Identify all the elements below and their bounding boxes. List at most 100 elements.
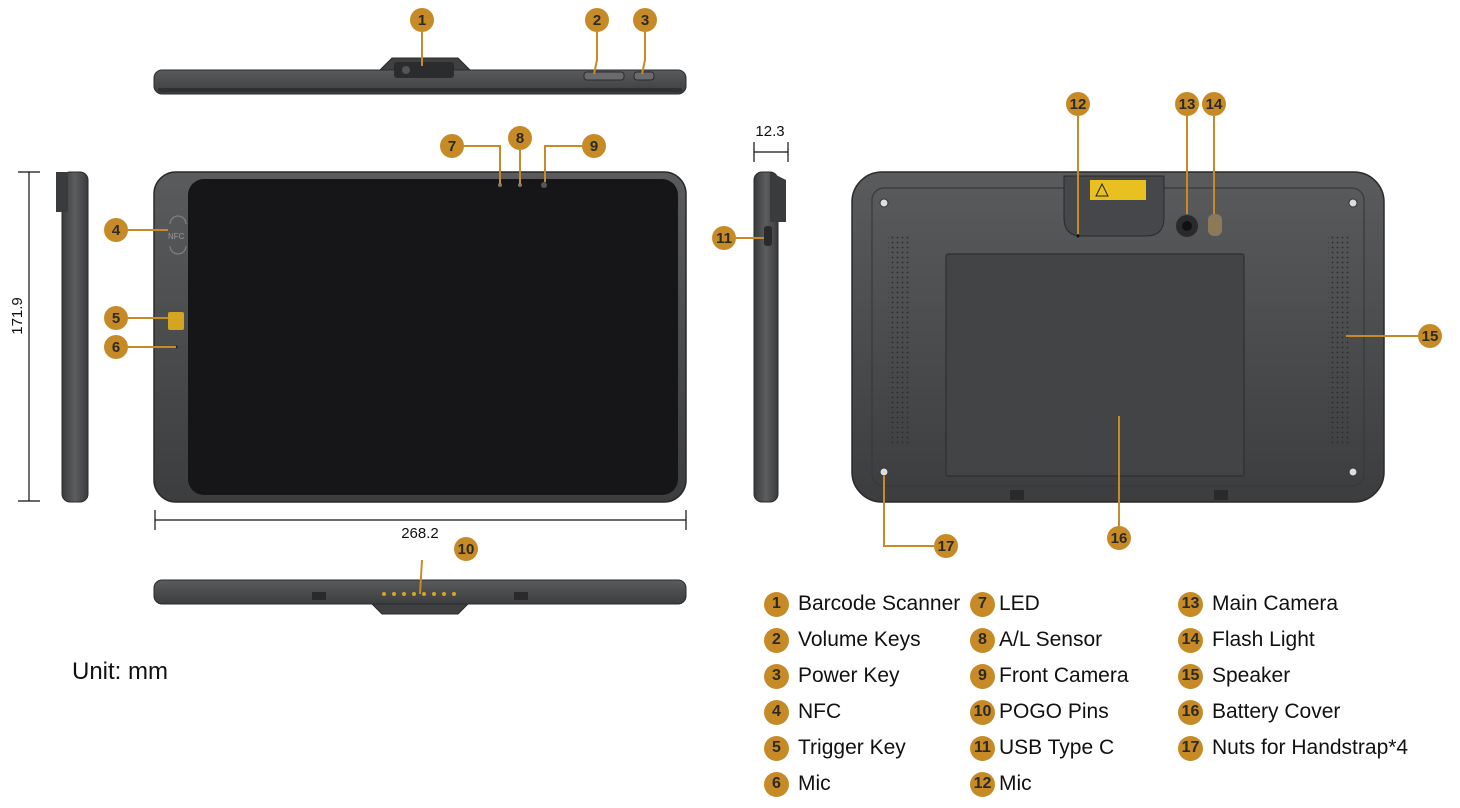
flash-light	[1208, 214, 1222, 236]
svg-text:1: 1	[418, 12, 426, 29]
svg-text:11: 11	[716, 230, 732, 247]
legend-item: 3 Power Key	[764, 662, 900, 690]
callout-15: 15	[1418, 324, 1442, 348]
legend-label: NFC	[798, 700, 842, 723]
svg-text:15: 15	[1422, 328, 1439, 345]
legend-number: 1	[764, 591, 789, 617]
legend-item: 13 Main Camera	[1178, 590, 1338, 618]
legend-label: Front Camera	[999, 664, 1129, 687]
thickness-dimension: 12.3	[755, 123, 784, 140]
legend-label: Mic	[798, 772, 831, 795]
power-key	[633, 71, 655, 81]
callout-5: 5	[104, 306, 128, 330]
unit-label: Unit: mm	[72, 658, 168, 685]
legend-label: LED	[999, 592, 1040, 615]
callout-7: 7	[440, 134, 464, 158]
legend-number: 4	[764, 699, 789, 725]
legend-item: 15 Speaker	[1178, 662, 1290, 690]
svg-text:5: 5	[112, 310, 120, 327]
svg-text:14: 14	[1206, 96, 1223, 113]
legend-item: 2 Volume Keys	[764, 626, 921, 654]
legend-number: 14	[1178, 627, 1203, 653]
back-view	[851, 171, 1385, 503]
handstrap-nut	[879, 198, 889, 208]
callout-11: 11	[712, 226, 736, 250]
legend-item: 1 Barcode Scanner	[764, 590, 960, 618]
front-view: NFC	[153, 171, 687, 503]
handstrap-nut	[879, 467, 889, 477]
legend-number: 16	[1178, 699, 1203, 725]
legend-item: 17 Nuts for Handstrap*4	[1178, 734, 1408, 762]
handstrap-nut	[1348, 467, 1358, 477]
usb-type-c-port	[764, 226, 772, 246]
height-dimension: 171.9	[9, 297, 26, 335]
svg-text:7: 7	[448, 138, 456, 155]
svg-text:13: 13	[1179, 96, 1196, 113]
volume-keys	[583, 71, 625, 81]
callout-6: 6	[104, 335, 128, 359]
pogo-pins	[382, 592, 456, 596]
legend-number: 9	[970, 663, 995, 689]
svg-text:3: 3	[641, 12, 649, 29]
callout-10: 10	[454, 537, 478, 561]
laser-warning-label	[1090, 180, 1146, 200]
callout-8: 8	[508, 126, 532, 150]
legend-label: Barcode Scanner	[798, 592, 961, 615]
legend-label: Power Key	[798, 664, 900, 687]
svg-text:2: 2	[593, 12, 601, 29]
left-side-view	[56, 171, 89, 503]
width-dimension: 268.2	[401, 525, 439, 542]
callout-12: 12	[1066, 92, 1090, 116]
legend-number: 8	[970, 627, 995, 653]
legend-number: 10	[970, 699, 995, 725]
svg-text:12: 12	[1070, 96, 1087, 113]
legend-label: Speaker	[1212, 664, 1291, 687]
rear-mic-hole	[1076, 234, 1080, 238]
legend-number: 12	[970, 771, 995, 797]
svg-text:8: 8	[516, 130, 524, 147]
legend-label: Mic	[999, 772, 1032, 795]
legend-item: 4 NFC	[764, 698, 841, 726]
legend-label: POGO Pins	[999, 700, 1109, 723]
legend-number: 15	[1178, 663, 1203, 689]
legend-label: Nuts for Handstrap*4	[1212, 736, 1409, 759]
dimension-lines	[18, 142, 789, 530]
legend-number: 2	[764, 627, 789, 653]
trigger-key	[168, 312, 184, 330]
callout-3: 3	[633, 8, 657, 32]
legend-label: A/L Sensor	[999, 628, 1103, 651]
svg-text:10: 10	[458, 541, 475, 558]
legend-label: Main Camera	[1212, 592, 1339, 615]
svg-text:6: 6	[112, 339, 120, 356]
barcode-scanner-window	[394, 62, 454, 78]
legend-label: Volume Keys	[798, 628, 921, 651]
callout-17: 17	[934, 534, 958, 558]
legend-label: Trigger Key	[798, 736, 906, 759]
svg-text:9: 9	[590, 138, 598, 155]
legend-number: 17	[1178, 735, 1203, 761]
legend-label: USB Type C	[999, 736, 1115, 759]
legend-number: 11	[970, 735, 995, 761]
callout-9: 9	[582, 134, 606, 158]
top-edge-view	[153, 57, 687, 95]
callout-2: 2	[585, 8, 609, 32]
svg-text:4: 4	[112, 222, 121, 239]
right-speaker-grille	[1328, 236, 1350, 446]
leader-lines	[128, 32, 1418, 595]
front-camera-dot	[541, 182, 547, 188]
legend-number: 3	[764, 663, 789, 689]
battery-cover	[945, 253, 1245, 477]
legend-number: 13	[1178, 591, 1203, 617]
left-speaker-grille	[888, 236, 910, 446]
callout-4: 4	[104, 218, 128, 242]
